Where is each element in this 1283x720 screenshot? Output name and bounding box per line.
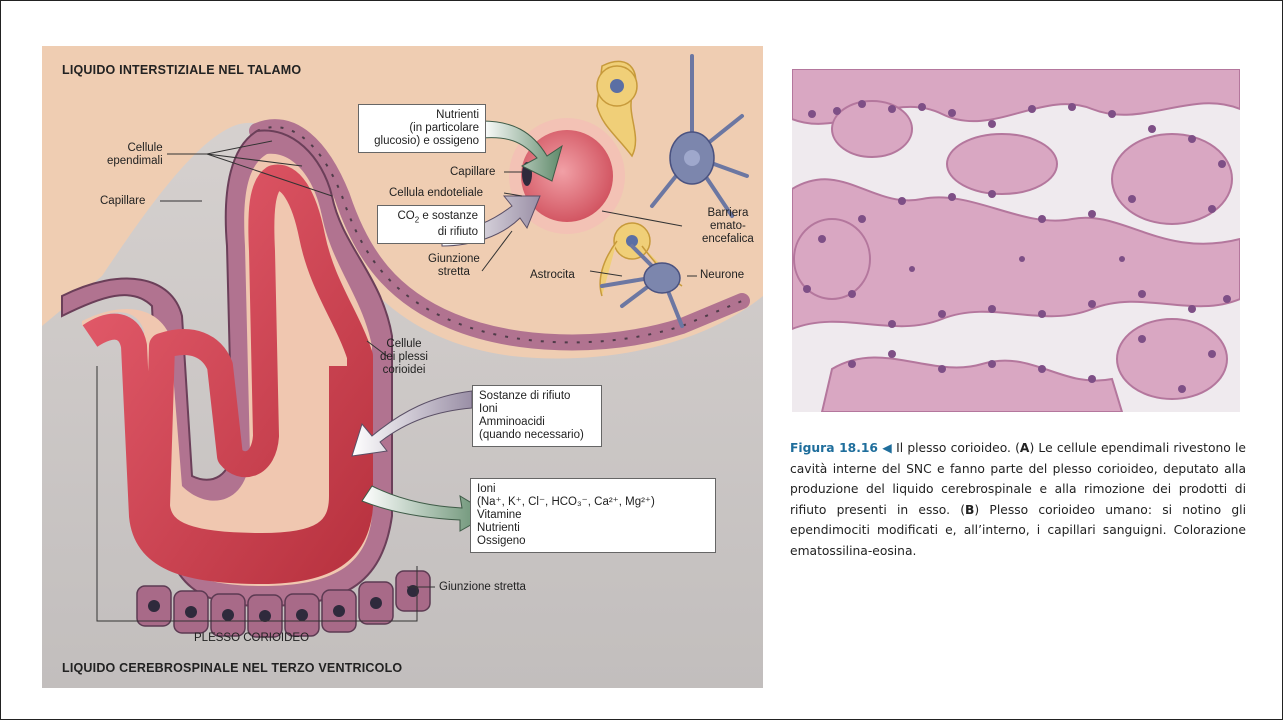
caption-text-1: Il plesso corioideo. ( xyxy=(892,441,1020,455)
caption-arrow-icon: ◀ xyxy=(882,441,892,455)
label-giunzione-stretta-bottom: Giunzione stretta xyxy=(439,581,526,594)
micrograph-drawing xyxy=(792,69,1240,412)
label-cellula-endoteliale: Cellula endoteliale xyxy=(389,187,483,200)
heading-thalamus: LIQUIDO INTERSTIZIALE NEL TALAMO xyxy=(62,63,301,77)
neuron-nucleus xyxy=(684,150,700,166)
label-cellule-ependimali: Cellule ependimali xyxy=(107,142,163,168)
box-ioni: Ioni(Na⁺, K⁺, Cl⁻, HCO₃⁻, Ca²⁺, Mg²⁺)Vit… xyxy=(470,478,716,553)
label-barriera: Barriera emato- encefalica xyxy=(702,207,754,246)
label-neurone: Neurone xyxy=(700,269,744,282)
astrocyte-nucleus xyxy=(610,79,624,93)
co2-post: e sostanze xyxy=(419,210,478,222)
label-giunzione-stretta-top: Giunzione stretta xyxy=(428,253,480,279)
co2-pre: CO xyxy=(397,210,414,222)
ioni-title: Ioni xyxy=(477,483,709,496)
choroid-plexus-illustration: LIQUIDO INTERSTIZIALE NEL TALAMO LIQUIDO… xyxy=(42,46,763,688)
heading-cerebrospinal: LIQUIDO CEREBROSPINALE NEL TERZO VENTRIC… xyxy=(62,661,402,675)
ioni-rest: Vitamine Nutrienti Ossigeno xyxy=(477,509,709,548)
label-cellule-plessi: Cellule dei plessi corioidei xyxy=(380,338,428,377)
figure-number: Figura 18.16 xyxy=(790,441,878,455)
label-astrocita: Astrocita xyxy=(530,269,575,282)
co2-line2: di rifiuto xyxy=(438,226,478,238)
neuron-soma-2 xyxy=(644,263,680,293)
label-plesso-corioideo: PLESSO CORIOIDEO xyxy=(194,632,309,645)
micrograph-image xyxy=(792,69,1240,412)
figure-caption: Figura 18.16 ◀ Il plesso corioideo. (A) … xyxy=(790,438,1246,561)
box-sostanze: Sostanze di rifiuto Ioni Amminoacidi (qu… xyxy=(472,385,602,447)
label-capillare-right: Capillare xyxy=(450,166,495,179)
ioni-formula: (Na⁺, K⁺, Cl⁻, HCO₃⁻, Ca²⁺, Mg²⁺) xyxy=(477,496,709,509)
box-nutrienti: Nutrienti (in particolare glucosio) e os… xyxy=(358,104,486,153)
caption-label-b: B xyxy=(965,503,974,517)
label-capillare-left: Capillare xyxy=(100,195,145,208)
